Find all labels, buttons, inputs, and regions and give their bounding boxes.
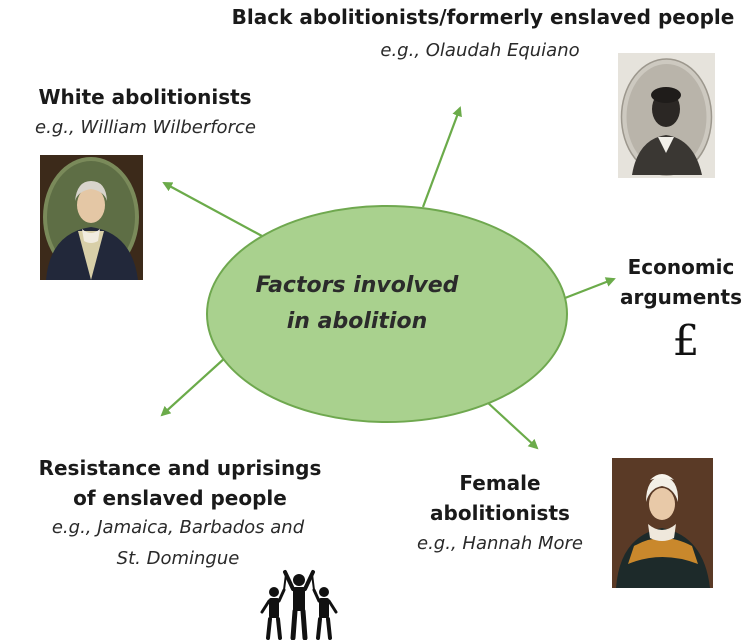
female-title-line2: abolitionists (430, 501, 570, 525)
resistance-example-line1: e.g., Jamaica, Barbados and (51, 517, 305, 538)
arrow-to-white-abolitionists (162, 182, 263, 237)
arrow-to-black-abolitionists (421, 106, 462, 208)
black-abolitionists-title: Black abolitionists/formerly enslaved pe… (231, 5, 735, 29)
arrow-to-resistance (160, 356, 227, 417)
portrait-hannah-more-icon (612, 458, 713, 588)
center-label: Factors involved in abolition (208, 268, 506, 340)
pound-sign-icon: £ (672, 316, 700, 365)
arrow-to-economic (564, 277, 616, 300)
economic-title-line2: arguments (619, 285, 743, 309)
black-abolitionists-example: e.g., Olaudah Equiano (380, 40, 580, 61)
resistance-title-line2: of enslaved people (73, 486, 287, 510)
protesters-icon (260, 570, 338, 640)
female-example: e.g., Hannah More (417, 533, 583, 554)
arrow-to-female (486, 401, 539, 450)
resistance-example-line2: St. Domingue (116, 548, 240, 569)
female-title-line1: Female (459, 471, 541, 495)
center-label-line2: in abolition (286, 309, 428, 334)
portrait-equiano-icon (618, 53, 715, 178)
economic-title-line1: Economic (627, 255, 735, 279)
resistance-title-line1: Resistance and uprisings (38, 456, 322, 480)
center-ellipse (206, 205, 568, 423)
white-abolitionists-example: e.g., William Wilberforce (35, 117, 256, 138)
center-label-line1: Factors involved (255, 273, 459, 298)
white-abolitionists-title: White abolitionists (38, 85, 252, 109)
portrait-wilberforce-icon (40, 155, 143, 280)
